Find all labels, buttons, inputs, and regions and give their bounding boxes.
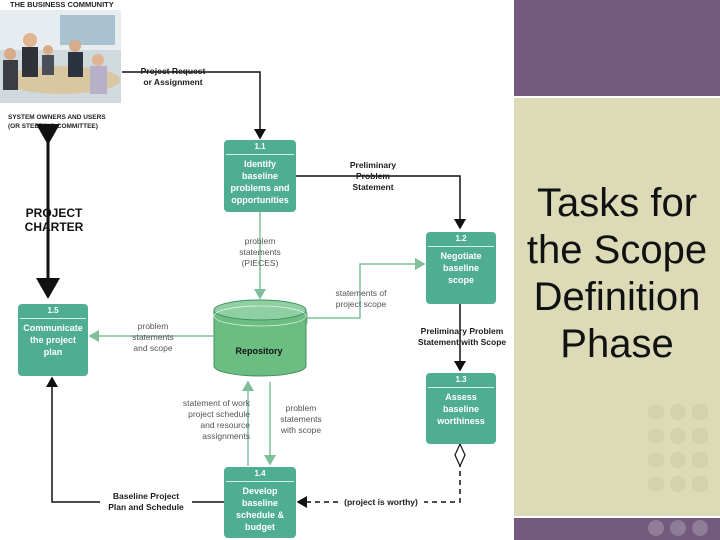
flow-preliminary-problem [296,175,466,230]
label-problem-statements-pieces: problem statements (PIECES) [239,236,281,268]
title-line-2: the Scope [526,228,708,272]
process-1-4-number: 1.4 [226,467,294,482]
repository-label: Repository [235,346,283,356]
title-line-1: Tasks for [536,181,698,225]
process-1-1: 1.1 Identify baseline problems and oppor… [224,140,296,212]
process-1-1-number: 1.1 [226,140,294,155]
title-line-3: Definition [533,275,701,319]
label-statements-of-scope: statements of project scope [335,288,387,309]
process-1-2: 1.2 Negotiate baseline scope [426,232,496,304]
process-1-3: 1.3 Assess baseline worthiness [426,373,496,444]
process-1-5: 1.5 Communicate the project plan [18,304,88,376]
process-1-3-number: 1.3 [428,373,494,388]
label-prelim-with-scope: Preliminary Problem Statement with Scope [417,326,507,347]
repository-cylinder [213,299,307,377]
label-project-request: Project Request or Assignment [140,66,206,87]
process-1-5-text: Communicate the project plan [23,323,83,357]
flow-project-request [122,71,266,140]
flow-connectors [36,71,466,508]
label-statement-of-work: statement of work project schedule and r… [182,398,250,441]
process-1-4: 1.4 Develop baseline schedule & budget [224,467,296,538]
accent-bar-top [514,0,720,96]
label-preliminary-problem: Preliminary Problem Statement [349,160,397,192]
business-meeting-photo [0,10,121,103]
label-baseline-plan: Baseline Project Plan and Schedule [100,491,192,513]
title-line-4: Phase [560,322,674,366]
process-1-3-text: Assess baseline worthiness [437,392,485,426]
process-1-5-number: 1.5 [20,304,86,319]
flow-project-worthy [296,444,461,508]
label-problem-statements-scope: problem statements and scope [132,321,174,353]
process-1-1-text: Identify baseline problems and opportuni… [230,159,290,205]
business-community-label: THE BUSINESS COMMUNITY [10,0,114,9]
title-panel [514,98,720,516]
label-problem-statements-with-scope: problem statements with scope [280,403,322,435]
accent-bar-bottom [514,518,720,540]
process-1-4-text: Develop baseline schedule & budget [235,486,284,532]
process-1-2-text: Negotiate baseline scope [440,251,482,285]
process-1-2-number: 1.2 [428,232,494,247]
label-project-worthy: (project is worthy) [338,497,424,508]
flow-statements-of-scope [297,258,426,324]
slide-title: Tasks for the Scope Definition Phase [514,180,720,368]
